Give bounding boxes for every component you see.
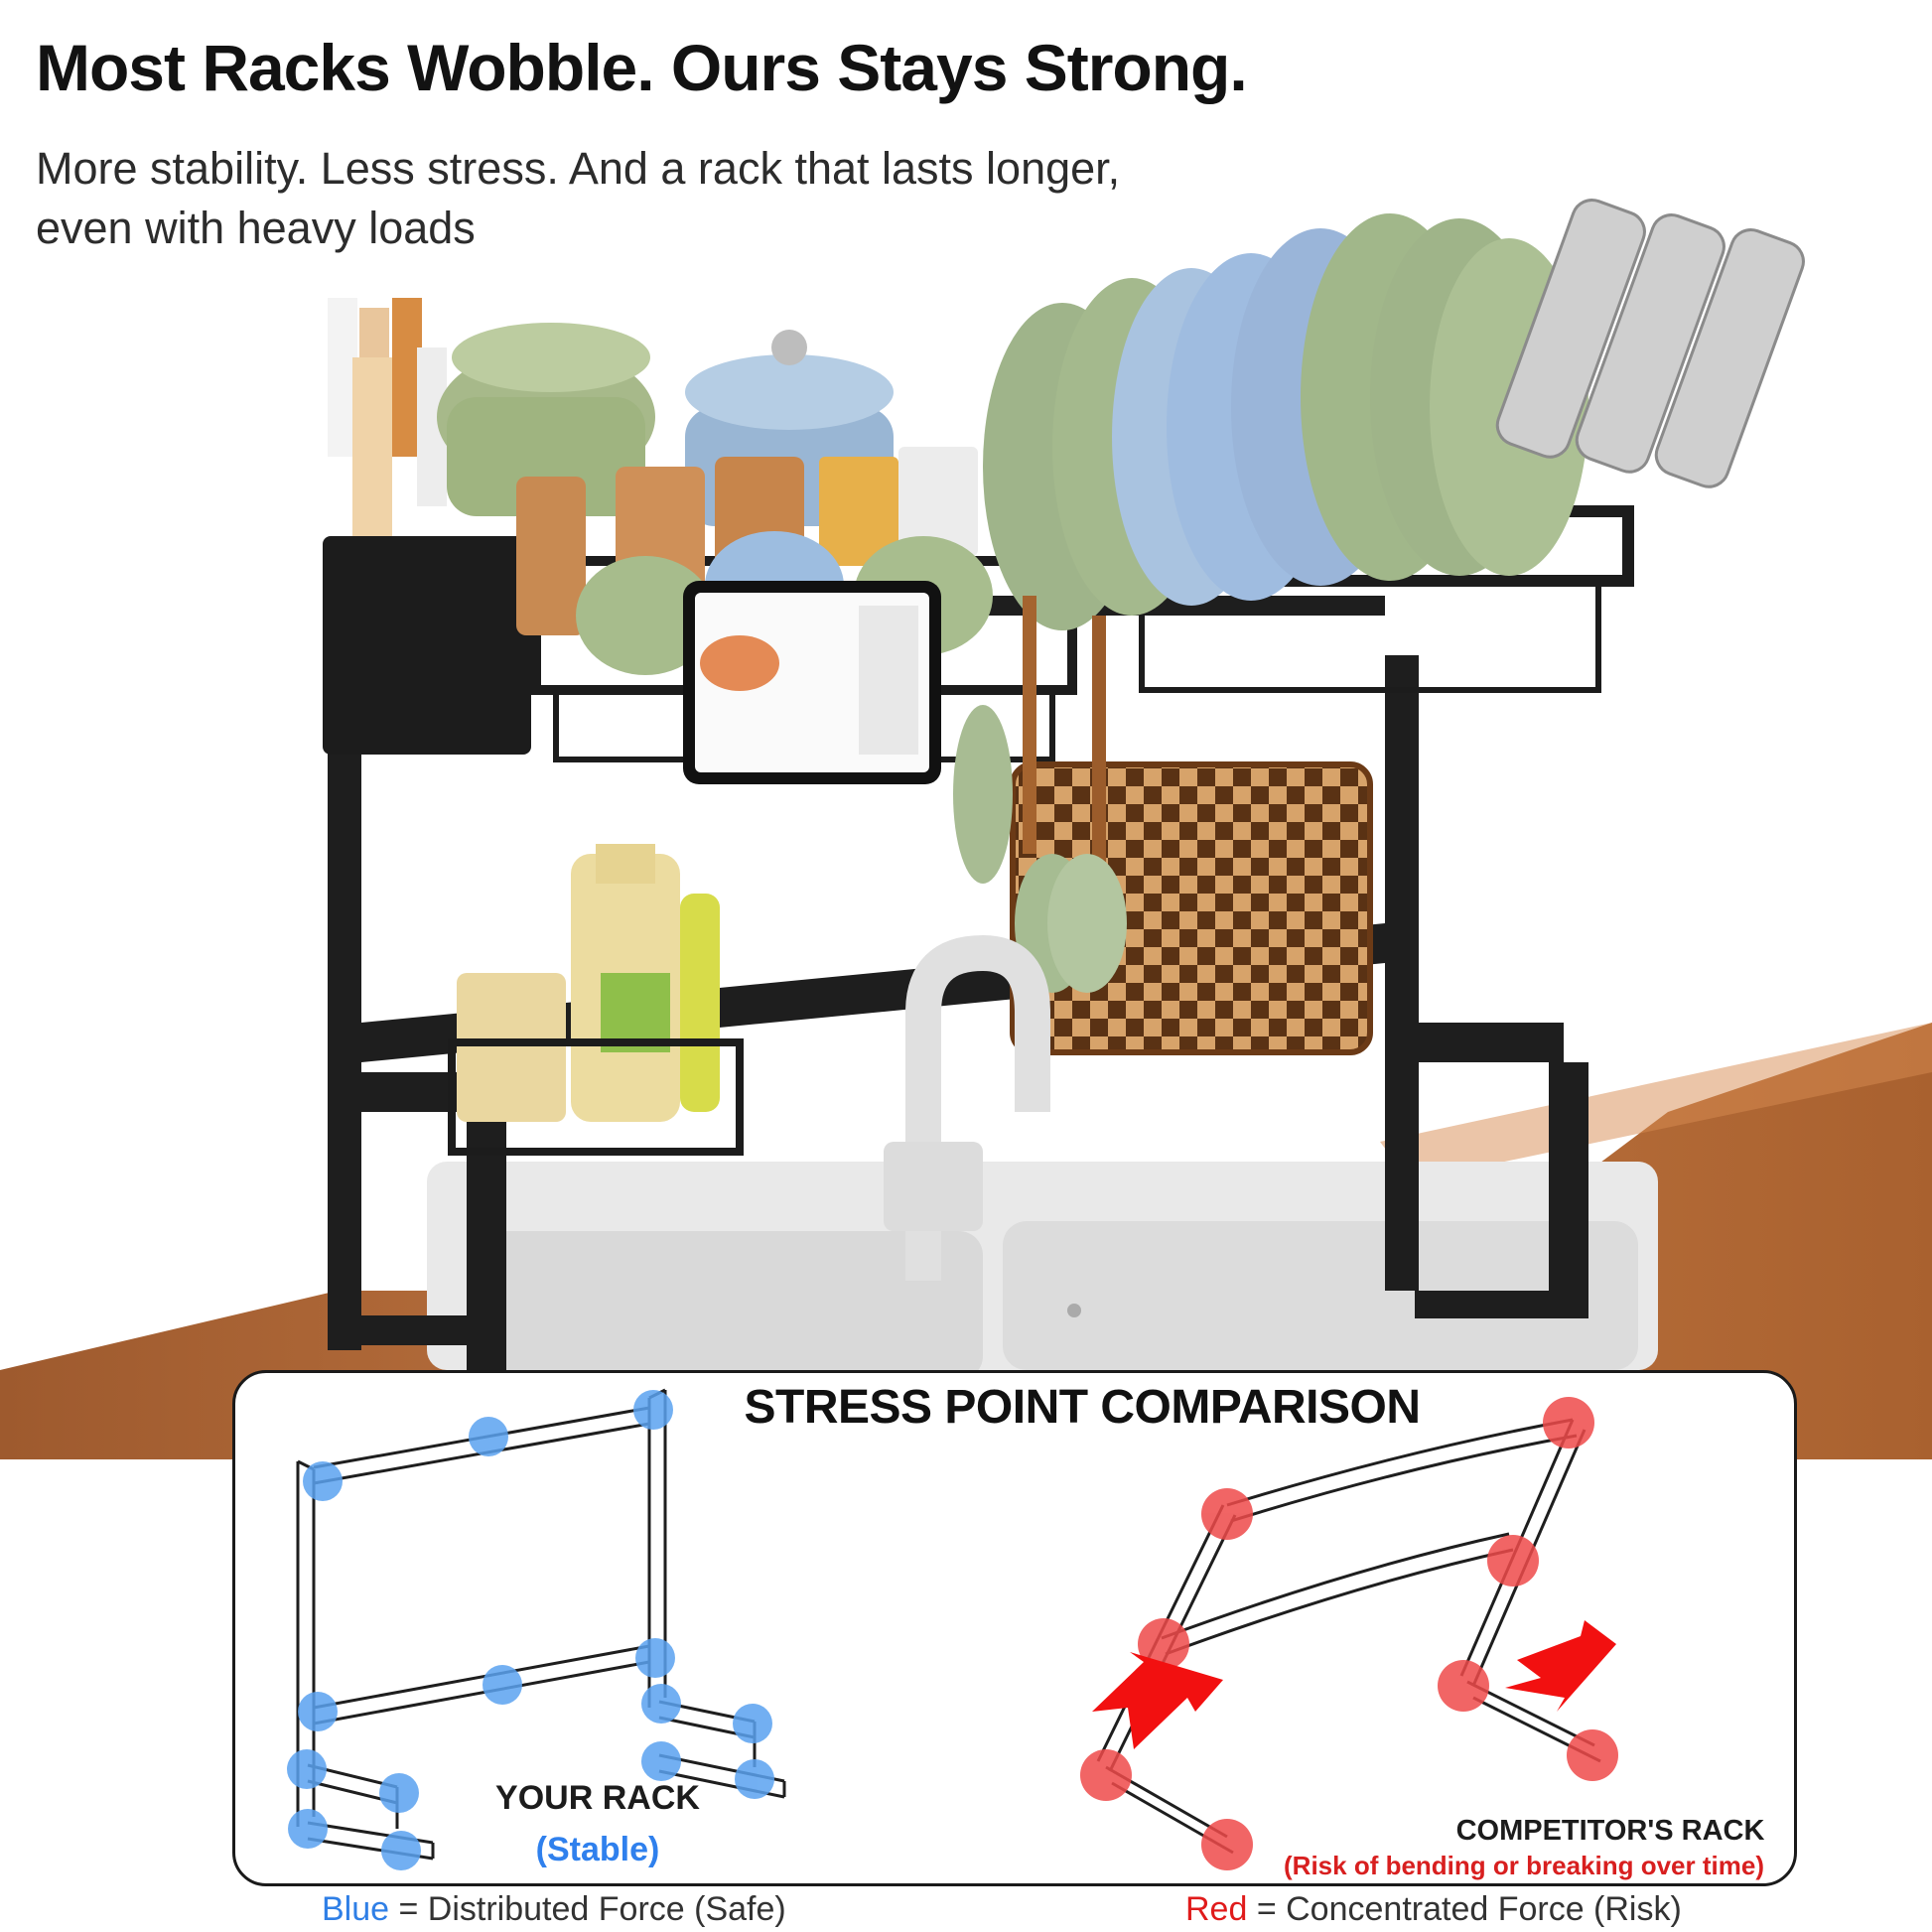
- legend-blue-key: Blue: [322, 1890, 390, 1928]
- blue-point: [287, 1749, 327, 1789]
- red-point: [1138, 1618, 1189, 1670]
- blue-point: [641, 1741, 681, 1781]
- blue-point: [379, 1773, 419, 1813]
- red-point: [1487, 1535, 1539, 1587]
- page-subtitle: More stability. Less stress. And a rack …: [36, 143, 1121, 253]
- blue-stress-points: [287, 1390, 774, 1870]
- blue-point: [635, 1638, 675, 1678]
- legend-red: Red = Concentrated Force (Risk): [1185, 1890, 1682, 1929]
- blue-point: [483, 1665, 522, 1705]
- blue-point: [641, 1684, 681, 1724]
- red-point: [1201, 1488, 1253, 1540]
- legend-blue-text: = Distributed Force (Safe): [389, 1890, 786, 1928]
- faucet: [884, 934, 1050, 1281]
- hanging-utensils: [953, 596, 1127, 993]
- red-point: [1080, 1749, 1132, 1801]
- your-rack-label: YOUR RACK: [495, 1779, 700, 1817]
- arrow-icon: [1092, 1652, 1223, 1749]
- legend-blue: Blue = Distributed Force (Safe): [322, 1890, 786, 1929]
- red-stress-points: [1080, 1397, 1618, 1870]
- stress-comparison-panel: [232, 1370, 1797, 1886]
- blue-point: [303, 1461, 343, 1501]
- plate-rack: [983, 213, 1634, 693]
- red-point: [1438, 1660, 1489, 1712]
- blue-point: [735, 1759, 774, 1799]
- competitor-note: (Risk of bending or breaking over time): [1284, 1851, 1764, 1880]
- force-arrows: [1092, 1620, 1616, 1749]
- blue-point: [633, 1390, 673, 1430]
- lower-basket: [448, 844, 744, 1156]
- red-point: [1201, 1819, 1253, 1870]
- red-point: [1567, 1729, 1618, 1781]
- comparison-title: STRESS POINT COMPARISON: [744, 1381, 1421, 1434]
- blue-point: [469, 1417, 508, 1456]
- glasses: [1495, 199, 1805, 488]
- tablet: [683, 581, 941, 784]
- sink: [427, 1162, 1658, 1380]
- competitor-label: COMPETITOR'S RACK: [1455, 1815, 1765, 1847]
- knife-block: [328, 298, 447, 536]
- page-title: Most Racks Wobble. Ours Stays Strong.: [36, 31, 1248, 104]
- legend-red-key: Red: [1185, 1890, 1248, 1928]
- blue-point: [381, 1831, 421, 1870]
- blue-point: [288, 1809, 328, 1849]
- blue-point: [298, 1692, 338, 1731]
- arrow-icon: [1505, 1620, 1616, 1712]
- red-point: [1543, 1397, 1594, 1449]
- blue-point: [733, 1704, 772, 1743]
- your-rack-status: (Stable): [535, 1831, 660, 1868]
- legend-red-text: = Concentrated Force (Risk): [1247, 1890, 1682, 1928]
